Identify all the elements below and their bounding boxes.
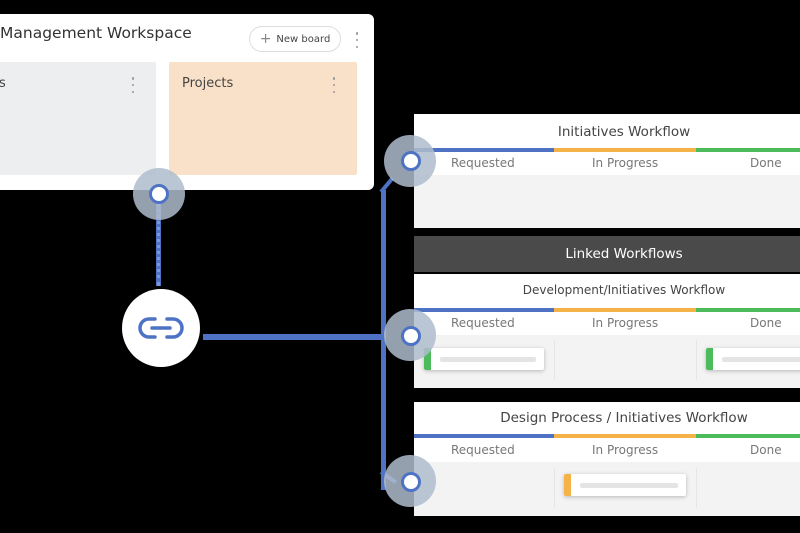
status-bars	[414, 308, 800, 312]
design-workflow-panel: Design Process / Initiatives Workflow Re…	[414, 402, 800, 516]
node-ring-icon	[401, 151, 421, 171]
board-more-icon[interactable]	[329, 77, 339, 93]
workspace-node[interactable]	[133, 168, 185, 220]
column-done: Done	[750, 443, 782, 457]
new-board-label: New board	[276, 33, 331, 45]
panel-title: Design Process / Initiatives Workflow	[500, 410, 748, 426]
link-hub[interactable]	[122, 289, 200, 367]
column-divider	[554, 468, 555, 508]
board-tile-projects[interactable]: Projects	[169, 62, 357, 175]
panel-body	[414, 175, 800, 228]
linked-workflows-header: Linked Workflows	[414, 236, 800, 272]
column-in-progress: In Progress	[592, 316, 659, 330]
status-bars	[414, 434, 800, 438]
linked-workflows-title: Linked Workflows	[565, 246, 683, 262]
node-ring-icon	[149, 184, 169, 204]
workflow-card[interactable]	[706, 348, 800, 370]
board-label: Rs	[0, 76, 6, 91]
column-divider	[696, 468, 697, 508]
node-ring-icon	[401, 326, 421, 346]
plus-icon: +	[259, 31, 272, 47]
connector-horizontal	[203, 334, 383, 340]
connector-trunk	[381, 190, 386, 490]
column-requested: Requested	[451, 316, 515, 330]
column-in-progress: In Progress	[592, 443, 659, 457]
column-in-progress: In Progress	[592, 156, 659, 170]
workflow-card[interactable]	[424, 348, 544, 370]
board-tile-rs[interactable]: Rs	[0, 62, 156, 175]
panel-title: Initiatives Workflow	[557, 124, 691, 140]
workflow-card[interactable]	[564, 474, 686, 496]
connector-dots	[157, 196, 160, 286]
initiatives-node[interactable]	[384, 135, 436, 187]
design-node[interactable]	[384, 455, 436, 507]
initiatives-workflow-panel: Initiatives Workflow Requested In Progre…	[414, 114, 800, 228]
workspace-more-icon[interactable]	[352, 32, 362, 48]
new-board-button[interactable]: + New board	[249, 26, 341, 52]
workspace-card: Management Workspace + New board Rs Proj…	[0, 14, 374, 190]
column-requested: Requested	[451, 443, 515, 457]
node-ring-icon	[401, 472, 421, 492]
status-bars	[414, 148, 800, 152]
development-workflow-panel: Development/Initiatives Workflow Request…	[414, 274, 800, 388]
column-divider	[696, 340, 697, 380]
board-label: Projects	[182, 76, 234, 91]
board-more-icon[interactable]	[128, 77, 138, 93]
column-done: Done	[750, 156, 782, 170]
link-icon	[138, 317, 184, 339]
workspace-title: Management Workspace	[0, 24, 192, 42]
column-divider	[554, 340, 555, 380]
column-done: Done	[750, 316, 782, 330]
development-node[interactable]	[384, 309, 436, 361]
panel-title: Development/Initiatives Workflow	[522, 283, 726, 297]
column-requested: Requested	[451, 156, 515, 170]
